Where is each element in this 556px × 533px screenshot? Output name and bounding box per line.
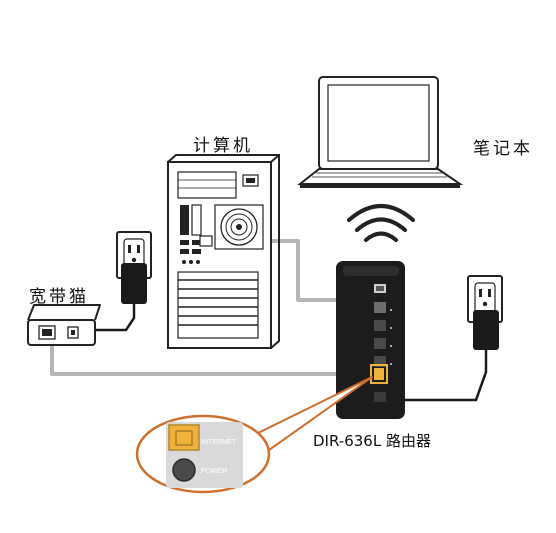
broadband-modem-icon	[27, 304, 101, 346]
internet-port-callout: INTERNET POWER	[135, 376, 373, 494]
modem-label: 宽带猫	[29, 287, 89, 307]
laptop-icon	[297, 76, 464, 188]
computer-label: 计算机	[193, 136, 253, 156]
power-adapter-router-icon	[386, 310, 499, 402]
router-label: DIR-636L 路由器	[313, 432, 431, 450]
power-adapter-icon	[93, 263, 147, 332]
computer-tower-icon	[167, 154, 280, 349]
inset-power-label: POWER	[201, 468, 227, 475]
inset-port-label: INTERNET	[201, 439, 237, 446]
router-icon	[336, 261, 405, 419]
modem-router-cable	[50, 345, 378, 376]
laptop-label: 笔记本	[473, 139, 533, 159]
wifi-signal-icon	[347, 204, 415, 242]
